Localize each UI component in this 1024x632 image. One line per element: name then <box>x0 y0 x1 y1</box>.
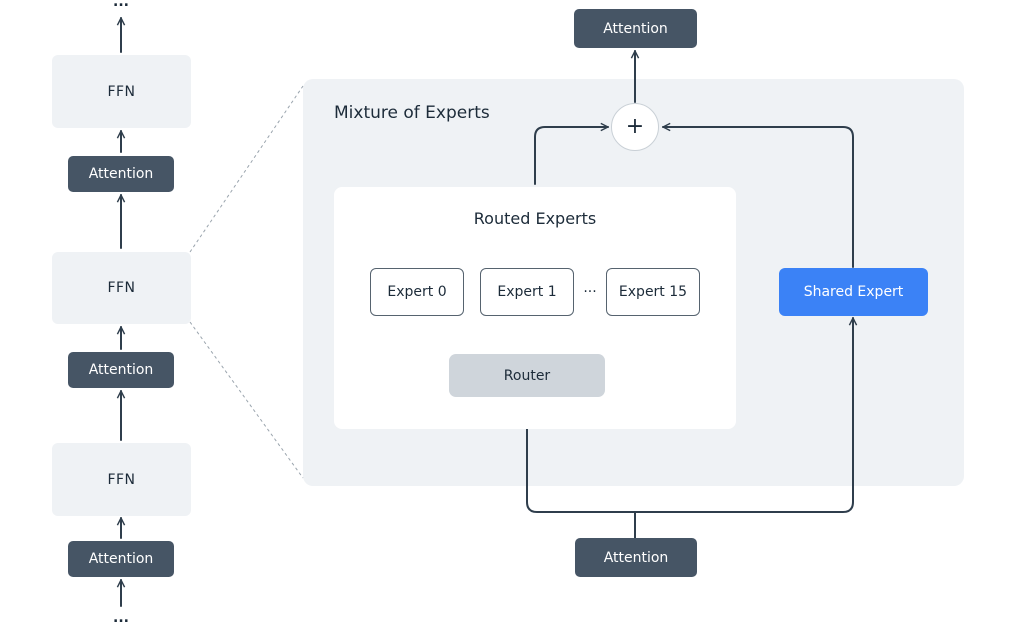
attention-block-bottom: Attention <box>68 541 174 577</box>
routed-experts-title: Routed Experts <box>473 209 597 228</box>
router-block: Router <box>449 354 605 397</box>
dots-bottom: ... <box>113 610 129 626</box>
zoom-guide-bottom <box>189 321 304 479</box>
expert-0: Expert 0 <box>370 268 464 316</box>
arrow-to-shared-expert <box>634 317 853 513</box>
arrow-shared-to-plus <box>662 127 854 268</box>
sum-node-plus: + <box>611 103 659 151</box>
arrow-routed-to-plus <box>534 127 609 185</box>
arrow-to-router <box>527 397 636 513</box>
attention-input-block: Attention <box>575 538 697 577</box>
attention-output-block: Attention <box>574 9 697 48</box>
attention-block-middle: Attention <box>68 352 174 388</box>
ffn-block-top: FFN <box>52 55 191 128</box>
ffn-block-bottom: FFN <box>52 443 191 516</box>
experts-ellipsis: ··· <box>583 284 597 300</box>
expert-15: Expert 15 <box>606 268 700 316</box>
expert-1: Expert 1 <box>480 268 574 316</box>
ffn-block-middle: FFN <box>52 252 191 324</box>
dots-top: ... <box>113 0 129 10</box>
moe-title: Mixture of Experts <box>334 103 490 123</box>
zoom-guide-top <box>189 85 304 253</box>
attention-block-upper: Attention <box>68 156 174 192</box>
shared-expert-block: Shared Expert <box>779 268 928 316</box>
